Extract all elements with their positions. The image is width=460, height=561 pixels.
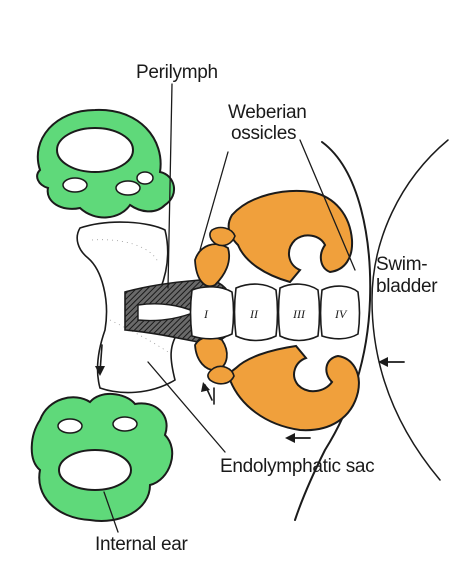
- label-swim: Swim-: [376, 254, 427, 275]
- label-ossicles: ossicles: [231, 123, 296, 144]
- label-weberian: Weberian: [228, 102, 307, 123]
- upper-weberian-ossicles: [195, 191, 352, 286]
- label-perilymph: Perilymph: [136, 62, 218, 83]
- swim-bladder-outer: [372, 140, 448, 480]
- upper-ear-hole-small: [137, 172, 153, 184]
- upper-intercalarium: [210, 228, 235, 246]
- upper-ear-hole-left: [63, 178, 87, 192]
- label-bladder: bladder: [376, 276, 438, 297]
- upper-ear-loop: [57, 128, 133, 172]
- upper-ear-hole-right: [116, 181, 140, 195]
- upper-inner-ear: [37, 110, 174, 218]
- vertebra-label-3: III: [292, 307, 306, 321]
- upper-tripus: [229, 191, 352, 282]
- vertebra-centrum-1: [191, 287, 234, 339]
- label-internal-ear: Internal ear: [95, 534, 188, 555]
- lower-ear-hole-right: [113, 417, 137, 431]
- lower-weberian-ossicles: [195, 337, 359, 430]
- lower-inner-ear: [32, 394, 172, 521]
- label-endolymphatic-sac: Endolymphatic sac: [220, 456, 374, 477]
- lower-ear-hole-left: [58, 419, 82, 433]
- arrow-ossicle-head: [201, 382, 210, 392]
- vertebra-label-2: II: [249, 307, 259, 321]
- vertebral-column: I II III IV: [191, 284, 360, 340]
- lower-ear-loop: [59, 450, 131, 490]
- lower-intercalarium: [208, 366, 234, 383]
- lower-scaphium: [195, 337, 227, 370]
- lower-tripus: [229, 346, 359, 430]
- vertebra-label-4: IV: [334, 307, 348, 321]
- arrow-bottom-head: [285, 433, 295, 443]
